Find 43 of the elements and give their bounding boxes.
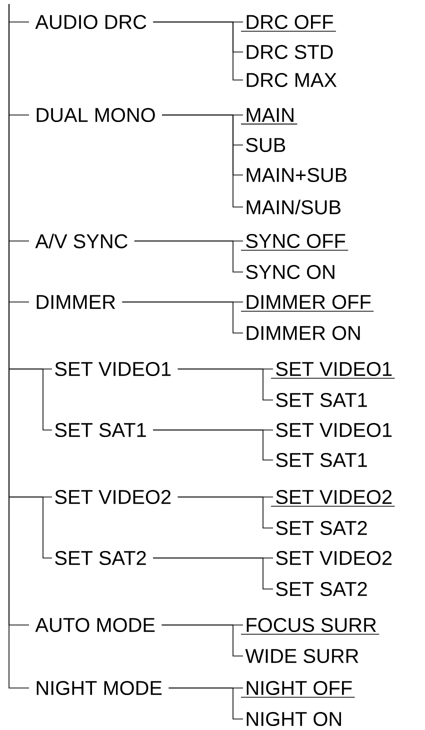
menu-item: AUDIO DRC	[35, 14, 146, 30]
menu-item: SET SAT1	[55, 422, 146, 438]
menu-item: SYNC ON	[246, 264, 334, 280]
connector-line	[152, 22, 244, 80]
connector-line	[177, 496, 274, 528]
connector-line	[162, 114, 244, 208]
connector-line	[134, 240, 244, 272]
menu-item: NIGHT MODE	[36, 680, 162, 696]
menu-item: DRC OFF	[246, 14, 333, 30]
menu-item: SET VIDEO1	[276, 362, 392, 376]
menu-item: SET SAT2	[55, 550, 146, 566]
menu-item: MAIN/SUB	[246, 200, 340, 214]
menu-item: AUTO MODE	[35, 618, 155, 632]
menu-item: NIGHT ON	[246, 712, 341, 726]
connector-line	[161, 624, 244, 656]
menu-item: WIDE SURR	[245, 648, 358, 664]
menu-item: DRC MAX	[246, 72, 337, 88]
menu-item: SET VIDEO2	[55, 490, 171, 504]
menu-item: MAIN	[246, 108, 294, 122]
connector-line	[152, 430, 274, 460]
menu-item: DIMMER ON	[246, 326, 360, 340]
connector-line	[122, 302, 244, 334]
menu-item: SET SAT2	[276, 582, 367, 596]
connector-line	[177, 368, 274, 400]
menu-item: SET VIDEO2	[276, 550, 392, 566]
menu-item: SET VIDEO1	[55, 362, 171, 376]
menu-item: DUAL MONO	[36, 108, 155, 122]
menu-item: NIGHT OFF	[246, 680, 352, 696]
menu-item: SUB	[246, 138, 286, 152]
connector-line	[152, 558, 274, 590]
menu-item: SET SAT1	[276, 392, 367, 408]
connector-line	[168, 688, 244, 720]
menu-item: SET SAT1	[276, 452, 367, 468]
menu-item: SET SAT2	[276, 520, 367, 536]
menu-item: MAIN+SUB	[246, 168, 347, 182]
menu-item: FOCUS SURR	[246, 618, 376, 632]
menu-item: A/V SYNC	[35, 234, 128, 248]
menu-item: SET VIDEO1	[276, 422, 392, 438]
menu-item: SET VIDEO2	[276, 490, 392, 504]
menu-item: DIMMER OFF	[246, 294, 371, 310]
menu-item: DIMMER	[36, 295, 116, 309]
menu-item: SYNC OFF	[246, 234, 346, 248]
menu-item: DRC STD	[246, 44, 333, 60]
